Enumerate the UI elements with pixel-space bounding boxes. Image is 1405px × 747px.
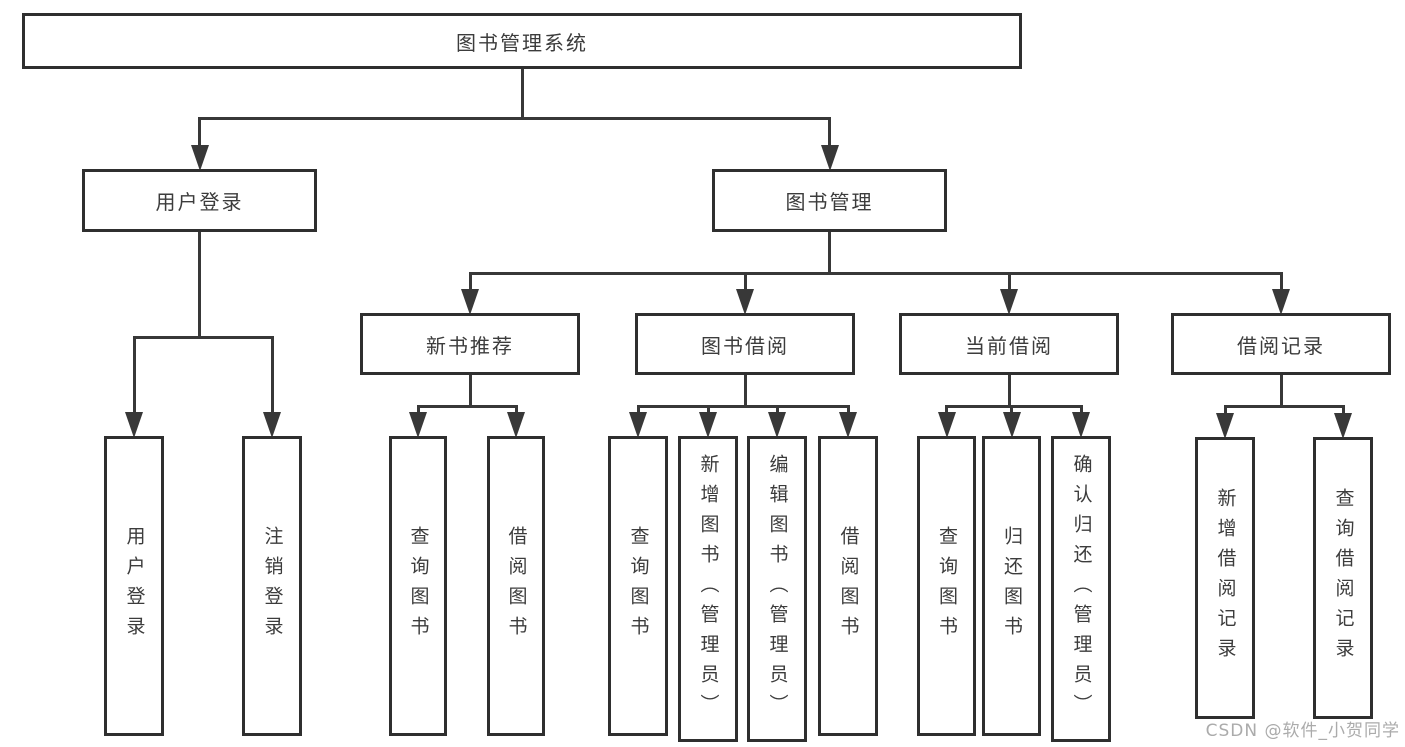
arrowhead-icon bbox=[1000, 289, 1018, 315]
node-label: 确认归还（管理员） bbox=[1070, 454, 1093, 724]
connector-line bbox=[270, 336, 274, 426]
arrowhead-icon bbox=[1072, 412, 1090, 438]
node-br-add-record: 新增借阅记录 bbox=[1195, 437, 1255, 719]
connector-line bbox=[132, 336, 274, 339]
connector-line bbox=[132, 336, 136, 426]
node-label: 归还图书 bbox=[1001, 526, 1023, 646]
node-root: 图书管理系统 bbox=[22, 13, 1022, 69]
arrowhead-icon bbox=[1334, 413, 1352, 439]
node-cb-confirm-return: 确认归还（管理员） bbox=[1051, 436, 1111, 742]
connector-line bbox=[1279, 375, 1283, 405]
connector-line bbox=[1279, 272, 1283, 303]
node-rec-query-book: 查询图书 bbox=[389, 436, 447, 736]
arrowhead-icon bbox=[736, 289, 754, 315]
arrowhead-icon bbox=[461, 289, 479, 315]
node-current-borrow: 当前借阅 bbox=[899, 313, 1119, 375]
node-new-book-rec: 新书推荐 bbox=[360, 313, 580, 375]
connector-line bbox=[468, 272, 1283, 275]
arrowhead-icon bbox=[125, 412, 143, 438]
node-label: 图书借阅 bbox=[701, 333, 789, 358]
connector-line bbox=[468, 375, 472, 405]
node-bb-borrow-book: 借阅图书 bbox=[818, 436, 878, 736]
arrowhead-icon bbox=[820, 145, 839, 171]
node-logout: 注销登录 bbox=[242, 436, 302, 736]
arrowhead-icon bbox=[1002, 412, 1021, 438]
arrowhead-icon bbox=[190, 145, 209, 171]
arrowhead-icon bbox=[507, 412, 525, 438]
node-rec-borrow-book: 借阅图书 bbox=[487, 436, 545, 736]
arrowhead-icon bbox=[768, 412, 786, 438]
node-label: 注销登录 bbox=[261, 526, 284, 646]
connector-line bbox=[1223, 405, 1345, 408]
node-book-borrow: 图书借阅 bbox=[635, 313, 855, 375]
arrowhead-icon bbox=[629, 412, 647, 438]
arrowhead-icon bbox=[409, 412, 427, 438]
connector-line bbox=[198, 232, 201, 336]
arrowhead-icon bbox=[699, 412, 717, 438]
connector-line bbox=[828, 117, 831, 159]
connector-line bbox=[743, 272, 747, 303]
node-bb-query-book: 查询图书 bbox=[608, 436, 668, 736]
node-book-mgmt-module: 图书管理 bbox=[712, 169, 947, 232]
node-label: 新增借阅记录 bbox=[1214, 488, 1237, 668]
node-label: 借阅图书 bbox=[837, 526, 860, 646]
connector-line bbox=[416, 405, 518, 408]
node-label: 借阅记录 bbox=[1237, 333, 1325, 358]
connector-line bbox=[198, 117, 831, 120]
node-label: 查询图书 bbox=[627, 526, 650, 646]
node-cb-query-book: 查询图书 bbox=[917, 436, 976, 736]
node-label: 用户登录 bbox=[123, 526, 146, 646]
node-user-login: 用户登录 bbox=[104, 436, 164, 736]
node-br-query-record: 查询借阅记录 bbox=[1313, 437, 1373, 719]
node-label: 当前借阅 bbox=[965, 333, 1053, 358]
node-label: 用户登录 bbox=[155, 190, 244, 214]
node-label: 图书管理 bbox=[785, 190, 874, 214]
node-label: 新增图书（管理员） bbox=[697, 454, 720, 724]
node-user-login-module: 用户登录 bbox=[82, 169, 317, 232]
node-label: 新书推荐 bbox=[426, 333, 514, 358]
node-label: 编辑图书（管理员） bbox=[766, 454, 789, 724]
connector-line bbox=[828, 232, 831, 272]
connector-line bbox=[198, 117, 201, 159]
connector-line bbox=[945, 405, 1083, 408]
connector-line bbox=[636, 405, 850, 408]
connector-line bbox=[468, 272, 472, 303]
arrowhead-icon bbox=[839, 412, 857, 438]
node-label: 图书管理系统 bbox=[456, 30, 588, 55]
node-bb-add-book: 新增图书（管理员） bbox=[678, 436, 738, 742]
node-label: 借阅图书 bbox=[505, 526, 528, 646]
connector-line bbox=[1007, 375, 1011, 405]
arrowhead-icon bbox=[263, 412, 281, 438]
node-label: 查询图书 bbox=[936, 526, 958, 646]
connector-line bbox=[520, 69, 524, 117]
node-label: 查询图书 bbox=[407, 526, 430, 646]
node-bb-edit-book: 编辑图书（管理员） bbox=[747, 436, 807, 742]
node-cb-return-book: 归还图书 bbox=[982, 436, 1041, 736]
node-borrow-records: 借阅记录 bbox=[1171, 313, 1391, 375]
connector-line bbox=[1007, 272, 1011, 303]
node-label: 查询借阅记录 bbox=[1332, 488, 1355, 668]
arrowhead-icon bbox=[1216, 413, 1234, 439]
arrowhead-icon bbox=[1272, 289, 1290, 315]
watermark: CSDN @软件_小贺同学 bbox=[1205, 721, 1400, 741]
connector-line bbox=[743, 375, 747, 405]
arrowhead-icon bbox=[937, 412, 956, 438]
